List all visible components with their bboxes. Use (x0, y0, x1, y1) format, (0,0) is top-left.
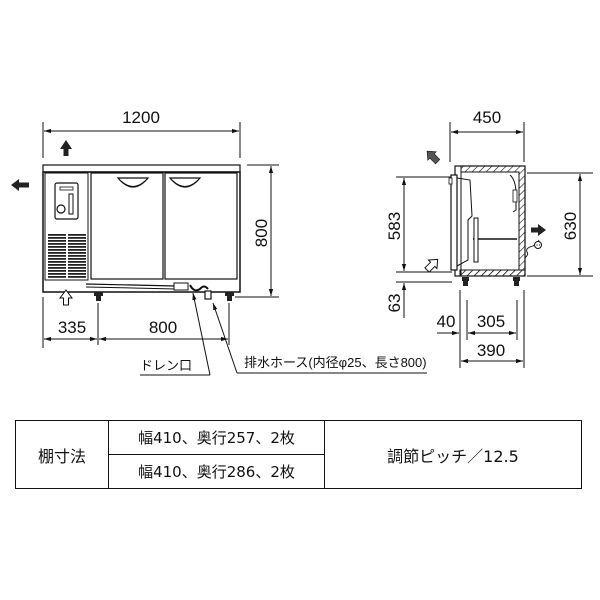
outer-height-dim: 630 (561, 212, 580, 240)
height-dim: 800 (252, 219, 271, 247)
right-arrow-icon (531, 224, 546, 236)
inner-height-dim: 583 (385, 212, 404, 240)
leg-icon (462, 277, 469, 286)
side-leg-span-dim: 305 (477, 312, 505, 331)
depth-dim: 450 (473, 108, 501, 127)
shelf-spec-table: 棚寸法 幅410、奥行257、2枚 調節ピッチ／12.5 幅410、奥行286、… (15, 420, 582, 489)
side-view: 450 (385, 108, 593, 368)
shelf-spec-row: 幅410、奥行286、2枚 (108, 454, 325, 489)
up-arrow-icon (60, 140, 72, 156)
front-view: 1200 (11, 108, 427, 376)
control-panel-icon (54, 182, 79, 220)
leg-icon (94, 292, 103, 301)
leg-icon (513, 277, 520, 286)
hose-label: 排水ホース(内径φ25、長さ800) (244, 355, 427, 370)
base-depth-dim: 390 (477, 341, 505, 360)
left-offset-dim: 335 (58, 318, 86, 337)
power-plug-icon (524, 239, 542, 259)
drain-outlet-icon (189, 284, 212, 300)
shelf-pitch: 調節ピッチ／12.5 (324, 420, 582, 489)
leg-height-dim: 63 (385, 294, 404, 313)
shelf-spec-header: 棚寸法 (15, 420, 109, 489)
intake-arrow-icon (59, 289, 73, 306)
shelf-spec-row: 幅410、奥行257、2枚 (108, 420, 325, 455)
exhaust-arrow-icon (426, 150, 441, 165)
intake-arrow-icon (424, 258, 439, 273)
vent-grille (48, 233, 86, 278)
left-arrow-icon (11, 179, 29, 191)
drain-label: ドレン口 (140, 358, 192, 373)
width-dim: 1200 (122, 108, 160, 127)
door-handle-icon (116, 177, 150, 188)
leg-span-dim: 800 (149, 318, 177, 337)
door-handle-icon (168, 177, 202, 188)
door-offset-dim: 40 (437, 312, 456, 331)
leg-icon (225, 292, 234, 301)
